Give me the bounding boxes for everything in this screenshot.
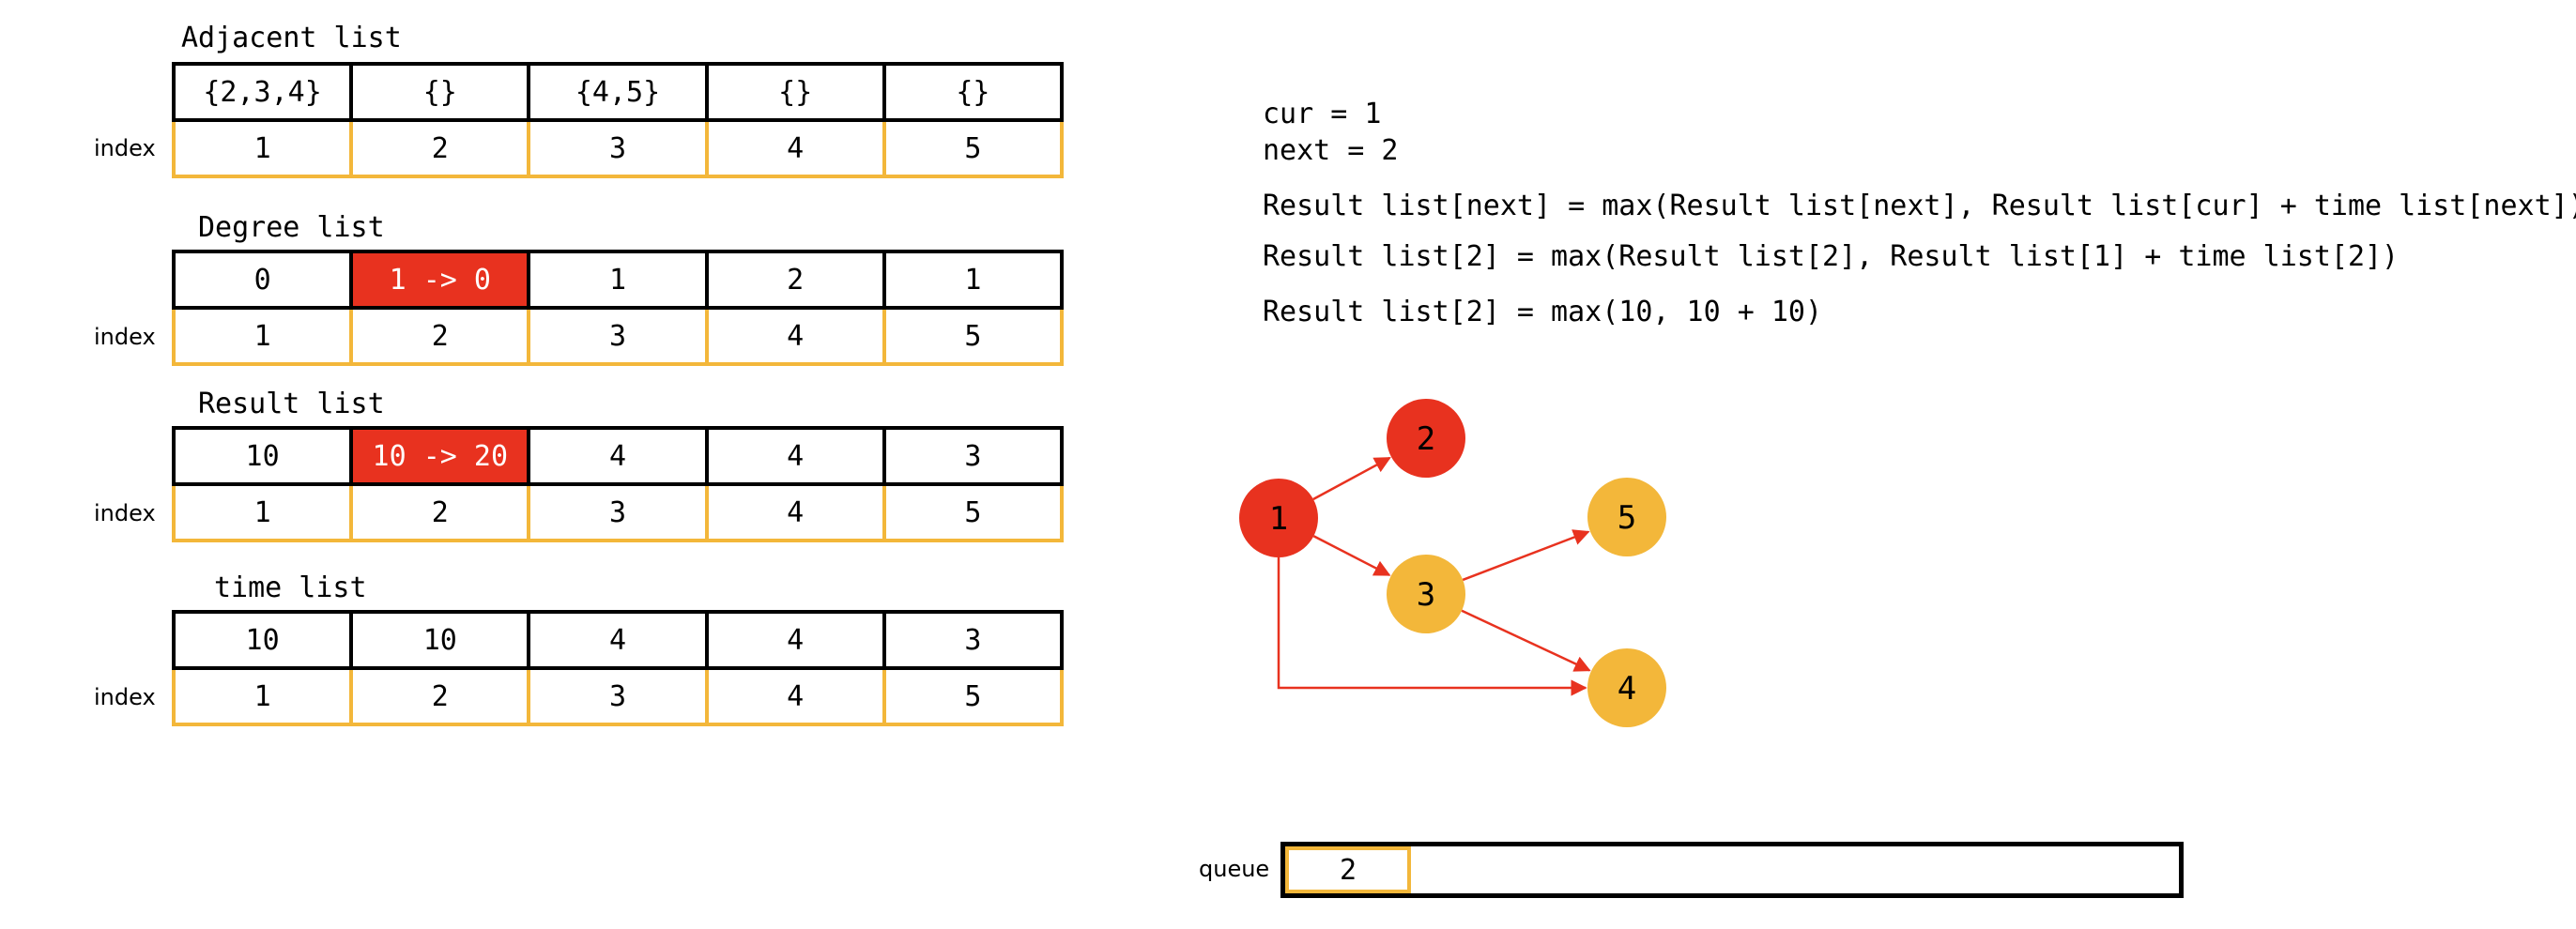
degree-value-3: 1 — [527, 250, 705, 310]
equation-substituted: Result list[2] = max(Result list[2], Res… — [1263, 240, 2400, 273]
time-value-2: 10 — [349, 610, 528, 670]
time-value-4: 4 — [704, 610, 882, 670]
index-cell-5: 5 — [882, 310, 1065, 366]
index-cell-2: 2 — [349, 310, 528, 366]
node-4-label: 4 — [1618, 670, 1636, 708]
edge-3-to-4 — [1461, 609, 1591, 672]
node-2-label: 2 — [1417, 420, 1435, 458]
dependency-graph: 1 2 3 4 5 — [1239, 399, 1666, 727]
node-3-label: 3 — [1417, 576, 1435, 614]
degree-list-table: 0 1 -> 0 1 2 1 1 2 3 4 5 — [172, 250, 1065, 366]
index-cell-3: 3 — [527, 670, 705, 726]
index-cell-3: 3 — [527, 122, 705, 178]
index-cell-5: 5 — [882, 670, 1065, 726]
edge-1-to-2 — [1312, 456, 1391, 501]
adjacent-value-5: {} — [882, 62, 1065, 122]
degree-value-2: 1 -> 0 — [349, 250, 528, 310]
result-value-5: 3 — [882, 426, 1065, 486]
node-1 — [1239, 479, 1318, 557]
index-label: index — [94, 135, 156, 161]
result-value-2: 10 -> 20 — [349, 426, 528, 486]
edge-1-to-4 — [1277, 557, 1587, 696]
index-cell-3: 3 — [527, 486, 705, 542]
node-5-label: 5 — [1618, 499, 1636, 537]
queue-container: 2 — [1280, 842, 2184, 898]
index-cell-4: 4 — [704, 670, 882, 726]
node-3 — [1387, 555, 1465, 633]
index-cell-2: 2 — [349, 670, 528, 726]
index-cell-5: 5 — [882, 122, 1065, 178]
queue-item: 2 — [1285, 846, 1411, 893]
index-cell-4: 4 — [704, 310, 882, 366]
degree-value-1: 0 — [172, 250, 350, 310]
index-cell-1: 1 — [172, 122, 350, 178]
node-5 — [1587, 478, 1666, 556]
edge-1-to-3 — [1312, 535, 1391, 576]
result-list-title: Result list — [198, 388, 385, 420]
degree-list-title: Degree list — [198, 211, 385, 244]
node-4 — [1587, 648, 1666, 727]
adjacent-value-1: {2,3,4} — [172, 62, 350, 122]
adjacent-value-3: {4,5} — [527, 62, 705, 122]
degree-value-4: 2 — [704, 250, 882, 310]
adjacent-list-title: Adjacent list — [181, 22, 402, 54]
node-2 — [1387, 399, 1465, 478]
result-list-table: 10 10 -> 20 4 4 3 1 2 3 4 5 — [172, 426, 1065, 542]
time-list-table: 10 10 4 4 3 1 2 3 4 5 — [172, 610, 1065, 726]
time-value-1: 10 — [172, 610, 350, 670]
adjacent-value-4: {} — [704, 62, 882, 122]
index-cell-1: 1 — [172, 310, 350, 366]
queue-label: queue — [1199, 856, 1270, 882]
degree-value-5: 1 — [882, 250, 1065, 310]
index-cell-5: 5 — [882, 486, 1065, 542]
index-label: index — [94, 500, 156, 526]
equation-general: Result list[next] = max(Result list[next… — [1263, 190, 2576, 222]
time-value-5: 3 — [882, 610, 1065, 670]
edges-layer — [1277, 456, 1591, 696]
cur-variable: cur = 1 — [1263, 98, 1382, 130]
time-list-title: time list — [214, 571, 367, 604]
index-label: index — [94, 324, 156, 350]
time-value-3: 4 — [527, 610, 705, 670]
result-value-3: 4 — [527, 426, 705, 486]
index-cell-4: 4 — [704, 486, 882, 542]
index-cell-4: 4 — [704, 122, 882, 178]
nodes-layer: 1 2 3 4 5 — [1239, 399, 1666, 727]
next-variable: next = 2 — [1263, 134, 1399, 167]
index-cell-1: 1 — [172, 486, 350, 542]
index-cell-3: 3 — [527, 310, 705, 366]
adjacent-list-table: {2,3,4} {} {4,5} {} {} 1 2 3 4 5 — [172, 62, 1065, 178]
index-label: index — [94, 684, 156, 710]
equation-values: Result list[2] = max(10, 10 + 10) — [1263, 296, 1823, 328]
index-cell-1: 1 — [172, 670, 350, 726]
index-cell-2: 2 — [349, 122, 528, 178]
result-value-4: 4 — [704, 426, 882, 486]
adjacent-value-2: {} — [349, 62, 528, 122]
index-cell-2: 2 — [349, 486, 528, 542]
edge-3-to-5 — [1462, 529, 1590, 582]
result-value-1: 10 — [172, 426, 350, 486]
node-1-label: 1 — [1269, 500, 1288, 538]
